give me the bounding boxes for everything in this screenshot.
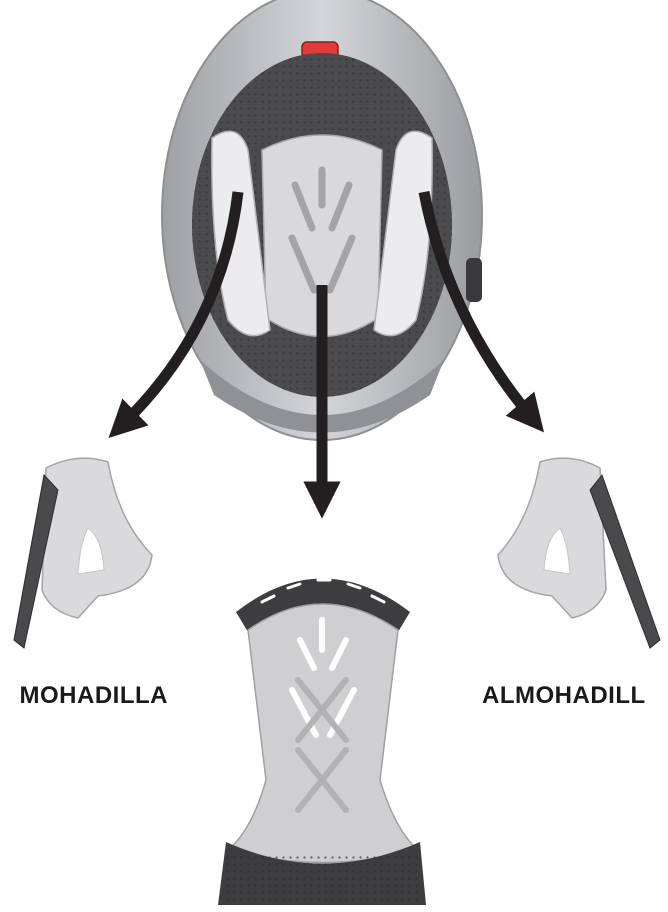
helmet-side-latch	[466, 258, 482, 302]
right-cheek-pad-label: ALMOHADILL	[482, 682, 646, 710]
left-cheek-pad-label: MOHADILLA	[20, 682, 168, 710]
crown-liner	[218, 579, 426, 906]
crown-liner-bottom-perforation	[222, 855, 422, 905]
right-cheek-pad	[498, 458, 660, 648]
left-cheek-pad	[14, 458, 152, 648]
